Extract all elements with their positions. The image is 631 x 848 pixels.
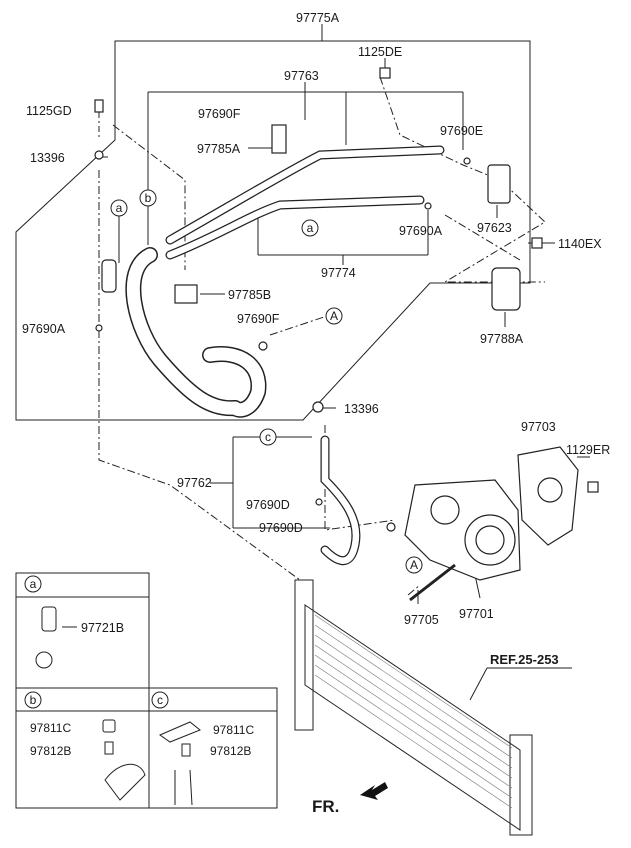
bracket-97785B xyxy=(174,284,198,304)
label-97774: 97774 xyxy=(321,266,356,280)
label-1125GD: 1125GD xyxy=(26,104,72,118)
label-97763: 97763 xyxy=(284,69,319,83)
label-97721B: 97721B xyxy=(81,621,124,635)
callout-b-text: b xyxy=(145,191,152,205)
bracket-97703 xyxy=(517,446,579,546)
compressor-97701 xyxy=(404,479,521,581)
box-b-circle xyxy=(24,691,42,709)
callout-a-left-text: a xyxy=(116,201,123,215)
label-97788A: 97788A xyxy=(480,332,524,346)
label-1140EX: 1140EX xyxy=(558,237,602,251)
callout-c xyxy=(259,428,277,446)
label-97775A: 97775A xyxy=(296,11,340,25)
label-13396-top: 13396 xyxy=(30,151,65,165)
box-a-title: a xyxy=(30,577,37,591)
callout-A-upper-text: A xyxy=(330,309,338,323)
label-97812B-b: 97812B xyxy=(30,744,71,758)
callout-A-lower xyxy=(405,556,423,574)
label-97812B-c: 97812B xyxy=(210,744,251,758)
label-97811C-b: 97811C xyxy=(30,721,71,735)
detail-boxes xyxy=(15,572,278,809)
label-97690D-1: 97690D xyxy=(246,498,290,512)
label-97785B: 97785B xyxy=(228,288,271,302)
label-97690F-top: 97690F xyxy=(198,107,241,121)
bracket-97788A xyxy=(491,267,521,311)
callout-a-mid xyxy=(301,219,319,237)
label-97762: 97762 xyxy=(177,476,212,490)
label-97690A-right: 97690A xyxy=(399,224,443,238)
label-97701: 97701 xyxy=(459,607,494,621)
label-97690F-mid: 97690F xyxy=(237,312,280,326)
bracket-97785A xyxy=(271,124,287,154)
label-97703: 97703 xyxy=(521,420,556,434)
condenser xyxy=(294,579,533,836)
label-97690D-2: 97690D xyxy=(259,521,303,535)
assembly-outline xyxy=(15,40,531,421)
box-a-circle xyxy=(24,575,42,593)
label-1125DE: 1125DE xyxy=(358,45,402,59)
box-c-circle xyxy=(151,691,169,709)
front-label: FR. xyxy=(312,797,339,816)
callout-b xyxy=(139,189,157,207)
label-97690E: 97690E xyxy=(440,124,483,138)
callout-c-text: c xyxy=(265,430,271,444)
label-97623: 97623 xyxy=(477,221,512,235)
label-97705: 97705 xyxy=(404,613,439,627)
receiver-drier-97623 xyxy=(487,164,511,204)
front-arrow-icon xyxy=(360,782,388,800)
label-97811C-c: 97811C xyxy=(213,723,254,737)
callout-a-mid-text: a xyxy=(307,221,314,235)
ref-label: REF.25-253 xyxy=(490,652,559,667)
label-13396-mid: 13396 xyxy=(344,402,379,416)
box-c-title: c xyxy=(157,693,163,707)
box-b-title: b xyxy=(30,693,37,707)
label-1129ER: 1129ER xyxy=(566,443,610,457)
label-97690A-left: 97690A xyxy=(22,322,66,336)
callout-A-lower-text: A xyxy=(410,558,418,572)
label-97785A: 97785A xyxy=(197,142,241,156)
callout-A-upper xyxy=(325,307,343,325)
callout-a-left xyxy=(110,199,128,217)
